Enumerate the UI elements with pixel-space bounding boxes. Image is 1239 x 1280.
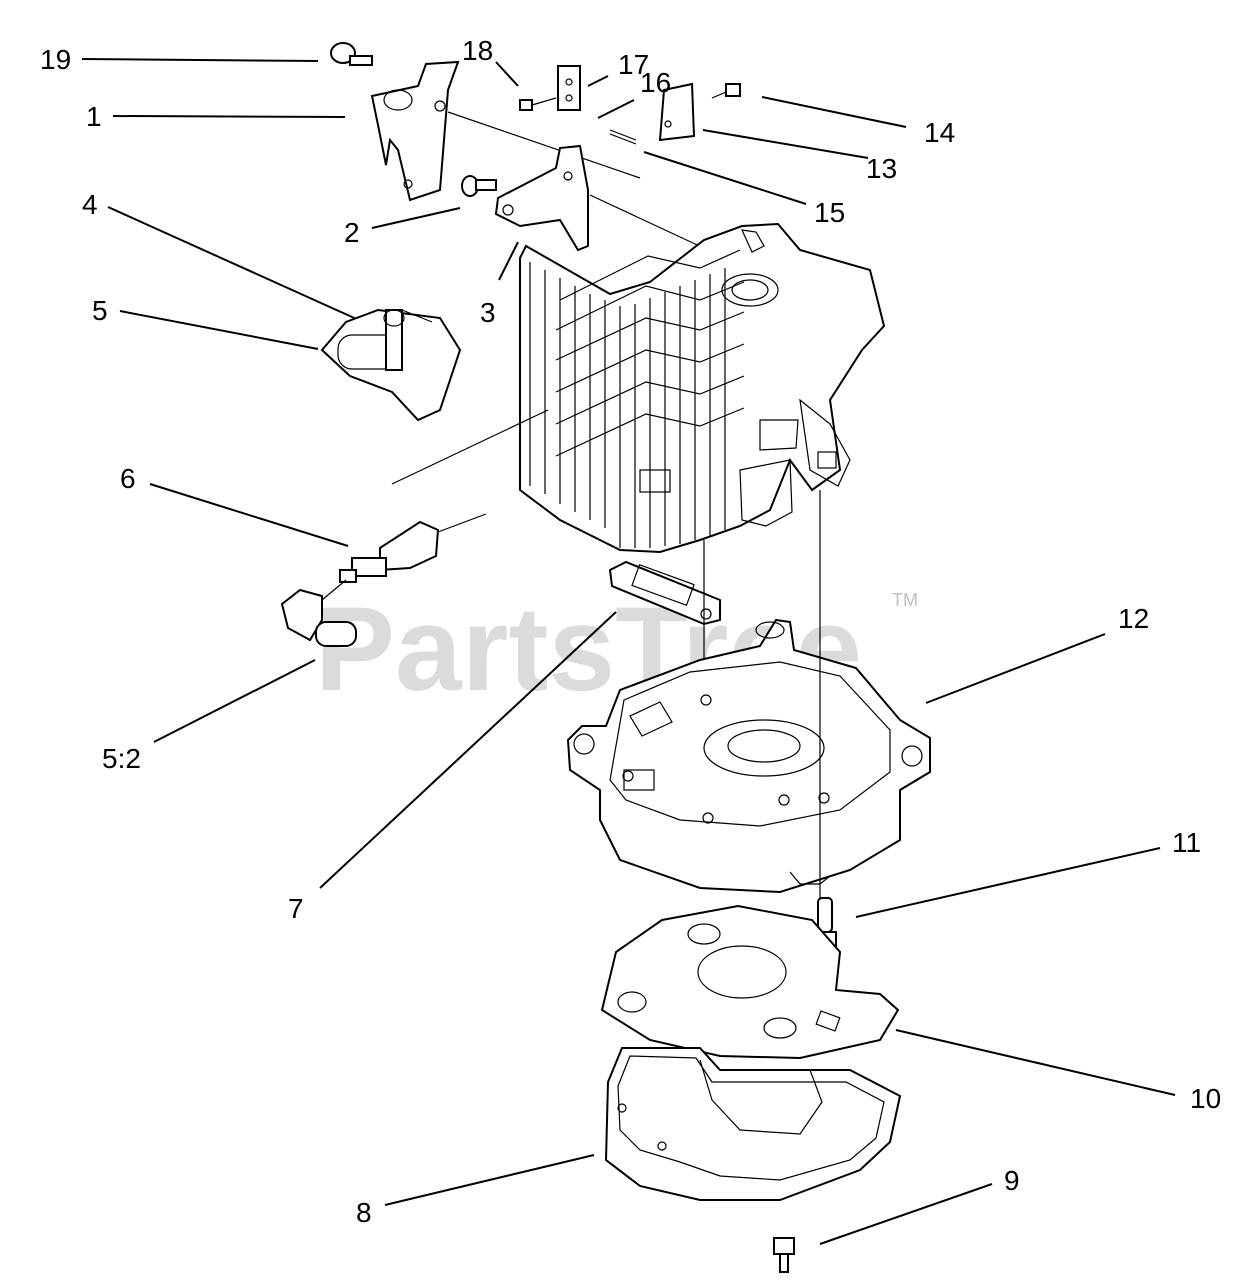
callout-11: 11 (1172, 827, 1201, 858)
callout-4: 4 (82, 189, 98, 220)
part-2-screw (461, 175, 497, 197)
callout-6: 6 (120, 463, 136, 494)
callout-13: 13 (866, 153, 897, 184)
callout-17: 17 (618, 49, 649, 80)
callout-5-2: 5:2 (102, 743, 141, 774)
part-15-pin (609, 129, 637, 145)
callout-18: 18 (462, 35, 493, 66)
callout-9: 9 (1004, 1165, 1020, 1196)
part-19-screw (330, 42, 373, 66)
callout-7: 7 (288, 893, 304, 924)
part-14-screw (711, 83, 741, 99)
part-18-screw (519, 97, 557, 111)
watermark-trademark: TM (892, 590, 918, 610)
callout-8: 8 (356, 1197, 372, 1228)
part-engine-block (391, 222, 886, 554)
callout-labels: 19 1 18 17 16 14 13 15 2 3 4 5 6 5:2 7 1… (40, 35, 1221, 1228)
part-3-lever (494, 144, 709, 252)
callout-2: 2 (344, 217, 360, 248)
part-17-plate (557, 65, 581, 111)
part-5-2-boot (280, 579, 357, 647)
part-9-bolt (773, 1237, 795, 1273)
part-1-bracket (370, 60, 641, 202)
callout-14: 14 (924, 117, 955, 148)
part-12-crankcase (566, 490, 931, 930)
callout-15: 15 (814, 197, 845, 228)
part-8-cover (604, 1047, 902, 1201)
callout-16: 16 (640, 67, 671, 98)
callout-10: 10 (1190, 1083, 1221, 1114)
callout-3: 3 (480, 297, 496, 328)
leader-lines (81, 58, 1176, 1245)
part-6-spark-plug (339, 513, 487, 583)
part-16-gasket (658, 82, 696, 142)
part-4-5-coil (320, 308, 462, 422)
callout-12: 12 (1118, 603, 1149, 634)
callout-1: 1 (86, 101, 102, 132)
part-10-gasket (600, 904, 900, 1060)
callout-19: 19 (40, 44, 71, 75)
callout-5: 5 (92, 295, 108, 326)
